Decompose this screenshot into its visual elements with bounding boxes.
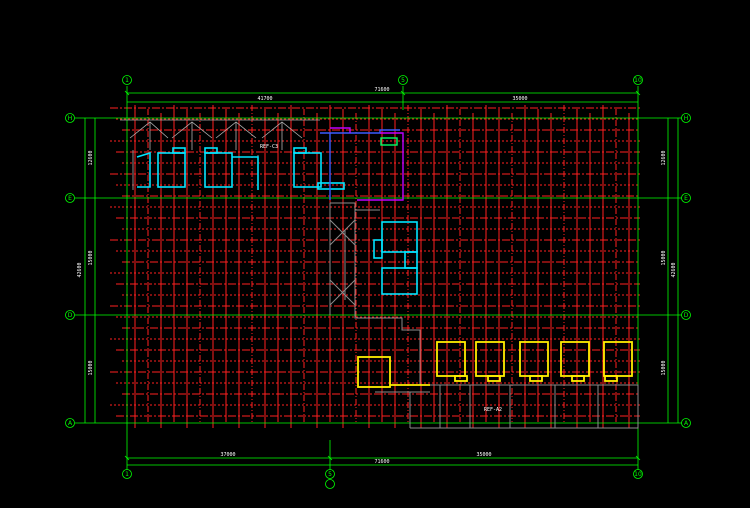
room-cyan-4: [381, 221, 418, 253]
dim-right-bot: 15000: [661, 360, 667, 375]
axis-bubble-left-e: E: [65, 193, 75, 203]
dim-bottom-left: 37000: [220, 452, 235, 458]
axis-bubble-top-5: 5: [398, 75, 408, 85]
svg-text:H: H: [684, 115, 689, 122]
axis-bubble-right-d: D: [681, 310, 691, 320]
room-yellow-6: [357, 356, 391, 388]
axis-bubble-bottom-10: 10: [633, 469, 643, 479]
grid-layer: [75, 86, 688, 470]
room-cyan-2: [204, 152, 233, 188]
svg-text:A: A: [684, 420, 689, 427]
wall-outlines: [132, 150, 639, 429]
axis-bubble-bottom-1: 1: [122, 469, 132, 479]
svg-text:H: H: [68, 115, 73, 122]
axis-bubble-left-d: D: [65, 310, 75, 320]
svg-text:10: 10: [634, 471, 642, 478]
dim-right-mid: 15000: [661, 250, 667, 265]
axis-bubble-bottom-5: 5: [325, 469, 335, 489]
dim-left-top: 12600: [88, 150, 94, 165]
room-yellow-1: [436, 341, 466, 377]
svg-text:D: D: [68, 312, 73, 319]
dim-left-bot: 15000: [88, 360, 94, 375]
dim-top-overall: 71600: [374, 87, 389, 93]
svg-text:E: E: [68, 195, 72, 202]
dimension-texts: 71600 41700 35000 37000 35000 71600 4260…: [77, 87, 677, 465]
svg-text:1: 1: [125, 471, 129, 478]
yellow-rooms: [357, 341, 633, 388]
rebar-layer: [110, 105, 640, 428]
axis-bubble-left-a: A: [65, 418, 75, 428]
svg-text:5: 5: [401, 77, 405, 84]
dim-left-mid: 15000: [88, 250, 94, 265]
room-yellow-5: [603, 341, 633, 377]
stair-partitions: [320, 127, 404, 201]
svg-text:A: A: [68, 420, 73, 427]
room-label-lower: REF-A2: [484, 407, 502, 413]
dim-top-left: 41700: [257, 96, 272, 102]
cyan-rooms: [136, 147, 418, 295]
dim-right-overall: 42600: [671, 262, 677, 277]
svg-text:D: D: [684, 312, 689, 319]
grid-bubbles: 1 5 10 1 5 10 H E D A H E D A: [65, 75, 691, 489]
dim-bottom-right: 35000: [476, 452, 491, 458]
dim-top-right: 35000: [512, 96, 527, 102]
svg-text:1: 1: [125, 77, 129, 84]
room-cyan-5: [381, 267, 418, 295]
axis-bubble-right-h: H: [681, 113, 691, 123]
axis-bubble-right-a: A: [681, 418, 691, 428]
axis-bubble-left-h: H: [65, 113, 75, 123]
axis-bubble-top-1: 1: [122, 75, 132, 85]
dim-left-overall: 42600: [77, 262, 83, 277]
room-cyan-1: [157, 152, 186, 188]
room-cyan-3: [293, 152, 322, 188]
svg-text:5: 5: [328, 471, 332, 478]
svg-text:10: 10: [634, 77, 642, 84]
svg-text:E: E: [684, 195, 688, 202]
dim-bottom-overall: 71600: [374, 459, 389, 465]
axis-bubble-right-e: E: [681, 193, 691, 203]
roof-truss: [120, 119, 320, 150]
dim-right-top: 12600: [661, 150, 667, 165]
room-label-upper: REF-C3: [260, 144, 278, 150]
axis-bubble-top-10: 10: [633, 75, 643, 85]
